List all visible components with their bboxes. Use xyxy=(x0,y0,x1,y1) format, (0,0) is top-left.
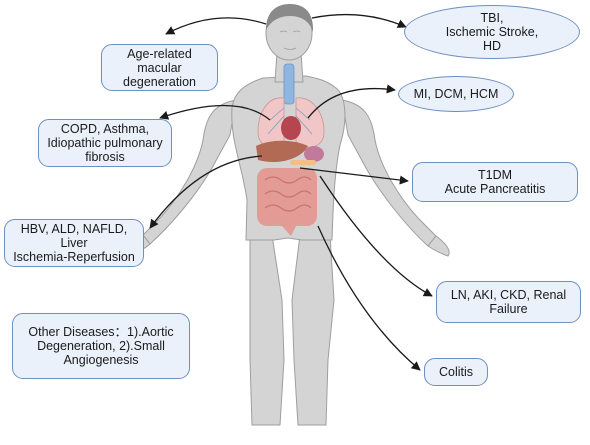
hair-shape xyxy=(266,4,314,32)
bladder-shape xyxy=(282,226,296,236)
label-tbi: TBI, Ischemic Stroke, HD xyxy=(445,11,539,53)
arrow-ln xyxy=(319,175,433,297)
label-hbv: HBV, ALD, NAFLD, Liver Ischemia-Reperfus… xyxy=(13,222,135,264)
arrow-amd xyxy=(165,17,267,35)
label-colitis: Colitis xyxy=(438,365,474,379)
heart-shape xyxy=(281,116,301,140)
arrow-t1dm xyxy=(299,167,409,185)
connector-arrows xyxy=(149,13,433,371)
arrow-hbv xyxy=(149,155,263,229)
arrow-copd xyxy=(159,104,271,121)
label-copd: COPD, Asthma, Idiopathic pulmonary fibro… xyxy=(47,122,163,164)
label-other-box: Other Diseases：1).Aortic Degeneration, 2… xyxy=(12,313,190,379)
label-tbi-box: TBI, Ischemic Stroke, HD xyxy=(404,5,580,59)
label-colitis-box: Colitis xyxy=(424,358,488,386)
label-mi-box: MI, DCM, HCM xyxy=(398,76,514,112)
arrow-tbi xyxy=(311,13,407,28)
label-amd-box: Age-related macular degeneration xyxy=(101,44,218,91)
label-ln: LN, AKI, CKD, Renal Failure xyxy=(450,288,567,316)
stomach-shape xyxy=(304,146,324,162)
liver-shape xyxy=(256,140,308,163)
internal-organs xyxy=(256,63,325,236)
label-mi: MI, DCM, HCM xyxy=(413,87,499,101)
arrow-colitis xyxy=(317,225,421,371)
label-copd-box: COPD, Asthma, Idiopathic pulmonary fibro… xyxy=(38,119,172,167)
label-ln-box: LN, AKI, CKD, Renal Failure xyxy=(436,281,581,323)
trachea-shape xyxy=(283,63,295,105)
label-other: Other Diseases：1).Aortic Degeneration, 2… xyxy=(28,325,174,367)
label-t1dm: T1DM Acute Pancreatitis xyxy=(444,168,546,196)
label-amd: Age-related macular degeneration xyxy=(123,46,196,89)
label-t1dm-box: T1DM Acute Pancreatitis xyxy=(412,162,578,202)
pancreas-shape xyxy=(290,160,316,165)
label-hbv-box: HBV, ALD, NAFLD, Liver Ischemia-Reperfus… xyxy=(4,219,144,267)
arrow-mi xyxy=(307,84,396,119)
